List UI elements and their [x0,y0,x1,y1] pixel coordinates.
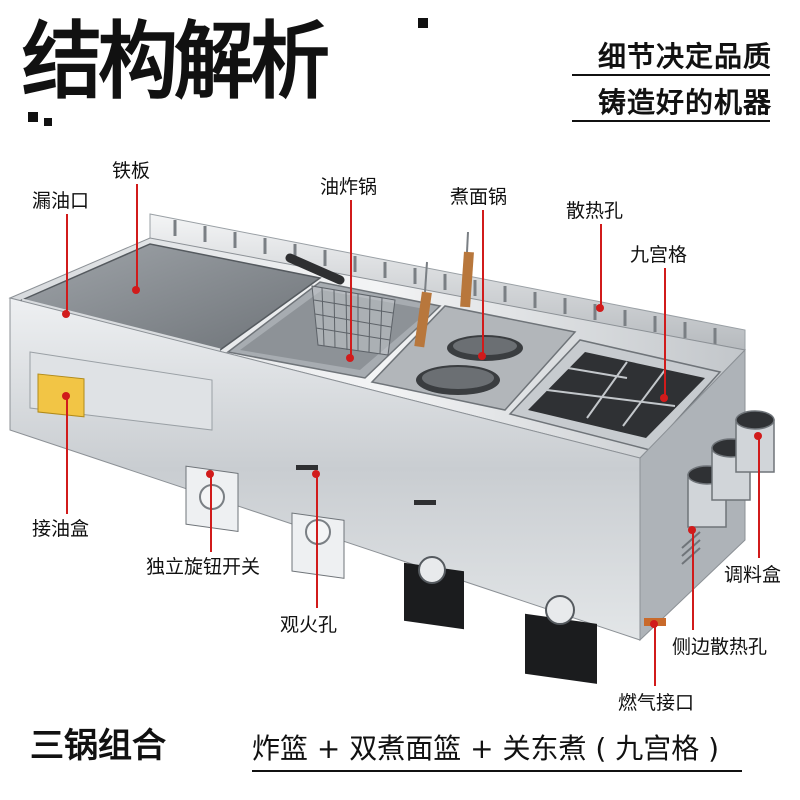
callout-fryer-pot: 油炸锅 [320,176,378,198]
callout-oil-drain: 漏油口 [32,190,90,212]
leader-line [66,214,68,314]
leader-dot [660,394,668,402]
tagline-machine: 铸造好的机器 [597,86,772,119]
leader-line [350,200,352,358]
callout-vents: 散热孔 [566,200,624,222]
leader-dot [62,392,70,400]
leader-line [600,224,602,308]
callout-sight-hole: 观火孔 [280,614,338,636]
callout-oil-tray: 接油盒 [32,518,90,540]
leader-line [316,474,318,608]
leader-dot [596,304,604,312]
leader-line [654,624,656,686]
leader-dot [688,526,696,534]
title-decoration [28,112,38,122]
callout-noodle-pot: 煮面锅 [450,186,508,208]
title-decoration [44,118,52,126]
combo-detail: 炸篮 + 双煮面篮 + 关东煮 ( 九宫格 ) [252,732,720,765]
title-decoration [418,18,428,28]
page-title: 结构解析 [22,12,330,111]
tagline-quality: 细节决定品质 [597,40,772,73]
leader-dot [62,310,70,318]
fry-basket [311,285,396,356]
leader-line [482,210,484,356]
seasoning-cups [687,410,775,528]
callout-side-vents: 侧边散热孔 [672,636,768,658]
leader-dot [132,286,140,294]
leader-line [664,268,666,398]
callout-seasoning-box: 调料盒 [724,564,782,586]
leader-dot [650,620,658,628]
tagline-rule [572,120,770,122]
callout-nine-grid: 九宫格 [630,244,688,266]
combo-heading: 三锅组合 [30,726,166,766]
leader-line [136,184,138,290]
leader-dot [206,470,214,478]
combo-underline [252,770,742,772]
leader-line [692,530,694,630]
leader-dot [312,470,320,478]
callout-knob-switch: 独立旋钮开关 [146,556,261,578]
tagline-rule [572,74,770,76]
leader-dot [346,354,354,362]
leader-dot [478,352,486,360]
leader-line [66,396,68,514]
callout-gas-inlet: 燃气接口 [618,692,695,714]
leader-dot [754,432,762,440]
callout-griddle: 铁板 [112,160,151,182]
leader-line [758,436,760,558]
control-knobs [185,465,597,684]
leader-line [210,474,212,552]
